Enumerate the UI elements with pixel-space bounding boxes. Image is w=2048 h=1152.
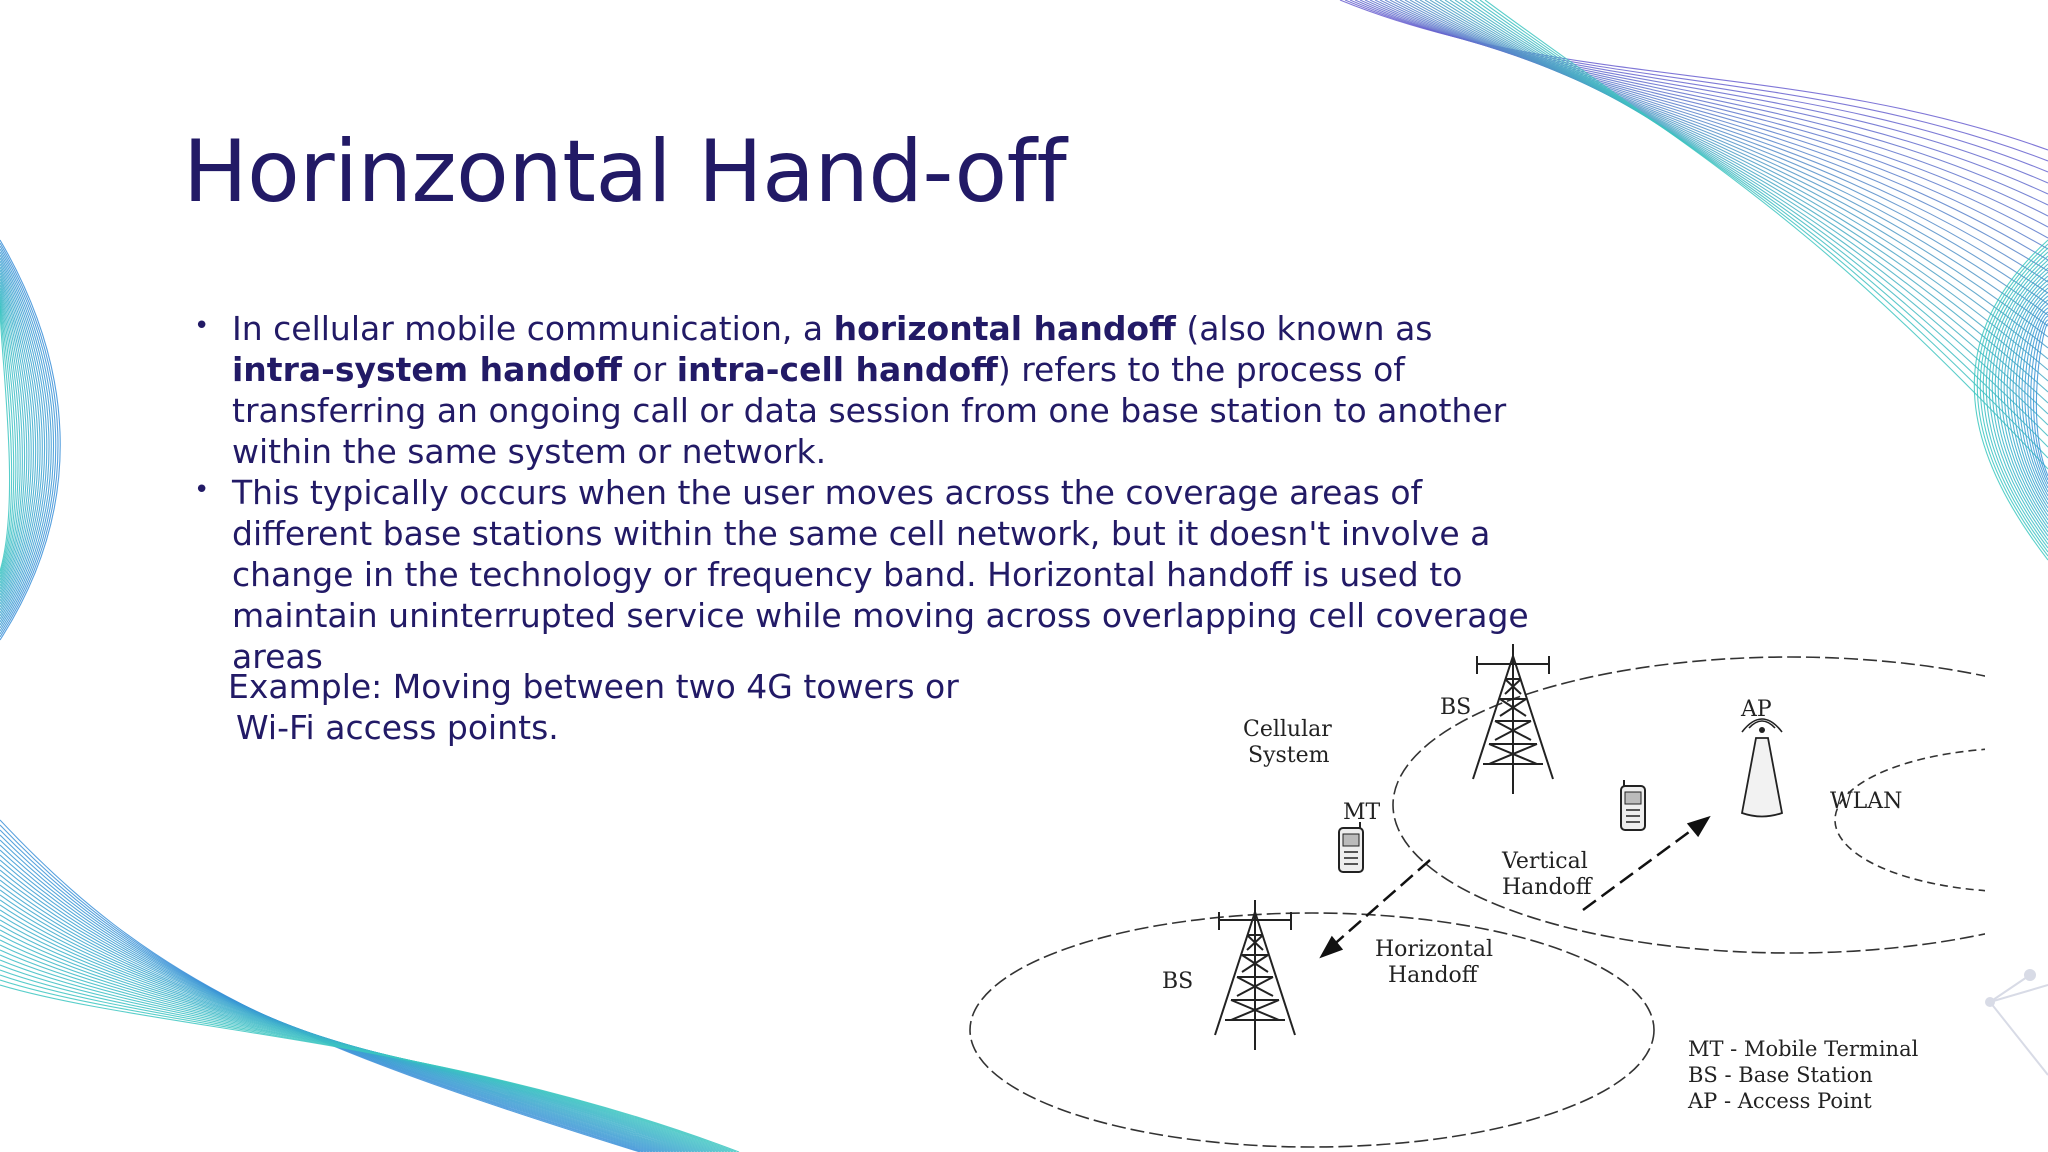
slide-title: Horinzontal Hand-off bbox=[183, 122, 1067, 222]
legend-bs: BS - Base Station bbox=[1688, 1063, 1873, 1087]
cellular-system-label-line2: System bbox=[1248, 743, 1330, 768]
network-node-decoration bbox=[1985, 969, 2048, 1076]
bold-term: intra-cell handoff bbox=[676, 350, 998, 389]
base-station-tower-top bbox=[1472, 644, 1554, 794]
bullet-text: or bbox=[621, 350, 677, 389]
example-line-1: Example: Moving between two 4G towers or bbox=[228, 667, 959, 706]
bullet-text: ) refers to the process of transferring … bbox=[232, 350, 1507, 471]
example-text: Example: Moving between two 4G towers or… bbox=[228, 666, 959, 748]
mobile-terminal-icon bbox=[1338, 822, 1364, 873]
wlan-label: WLAN bbox=[1830, 789, 1902, 814]
vertical-handoff-label-line1: Vertical bbox=[1501, 849, 1588, 874]
bullet-text: (also known as bbox=[1175, 309, 1433, 348]
bs-bottom-label: BS bbox=[1162, 969, 1193, 994]
access-point-icon bbox=[1740, 718, 1784, 818]
bullet-text: This typically occurs when the user move… bbox=[232, 473, 1529, 676]
bold-term: horizontal handoff bbox=[833, 309, 1176, 348]
top-right-wave-lines bbox=[1339, 0, 2048, 470]
mobile-terminal-wlan-icon bbox=[1620, 780, 1646, 831]
bottom-left-wave-lines bbox=[0, 819, 740, 1152]
cellular-system-label-line1: Cellular bbox=[1243, 717, 1332, 742]
horizontal-handoff-label-line2: Handoff bbox=[1388, 963, 1479, 988]
horizontal-handoff-arrow bbox=[1319, 859, 1431, 959]
lower-cell-coverage bbox=[969, 912, 1655, 1148]
bold-term: intra-system handoff bbox=[232, 350, 622, 389]
base-station-tower-bottom bbox=[1214, 900, 1296, 1050]
bullet-list: In cellular mobile communication, a hori… bbox=[190, 306, 1530, 677]
vertical-handoff-label-line2: Handoff bbox=[1502, 875, 1593, 900]
ap-label: AP bbox=[1740, 697, 1772, 722]
legend-mt: MT - Mobile Terminal bbox=[1688, 1037, 1919, 1061]
bullet-item-horizontal-handoff-definition: In cellular mobile communication, a hori… bbox=[190, 306, 1530, 472]
right-wave-lines bbox=[1973, 239, 2048, 561]
cellular-system-coverage bbox=[1392, 656, 1985, 954]
example-line-2: Wi-Fi access points. bbox=[236, 708, 559, 747]
bullet-item-horizontal-handoff-usage: This typically occurs when the user move… bbox=[190, 470, 1530, 677]
bs-top-label: BS bbox=[1440, 695, 1471, 720]
bullet-text: In cellular mobile communication, a bbox=[232, 309, 834, 348]
left-wave-lines bbox=[0, 239, 61, 641]
wlan-coverage bbox=[1834, 748, 1985, 892]
vertical-handoff-arrow bbox=[1582, 815, 1711, 912]
handoff-diagram: Cellular System BS AP WLAN MT Vertical H… bbox=[969, 644, 1985, 1148]
legend-ap: AP - Access Point bbox=[1687, 1089, 1872, 1113]
mt-label: MT bbox=[1343, 800, 1381, 825]
horizontal-handoff-label-line1: Horizontal bbox=[1375, 937, 1493, 962]
